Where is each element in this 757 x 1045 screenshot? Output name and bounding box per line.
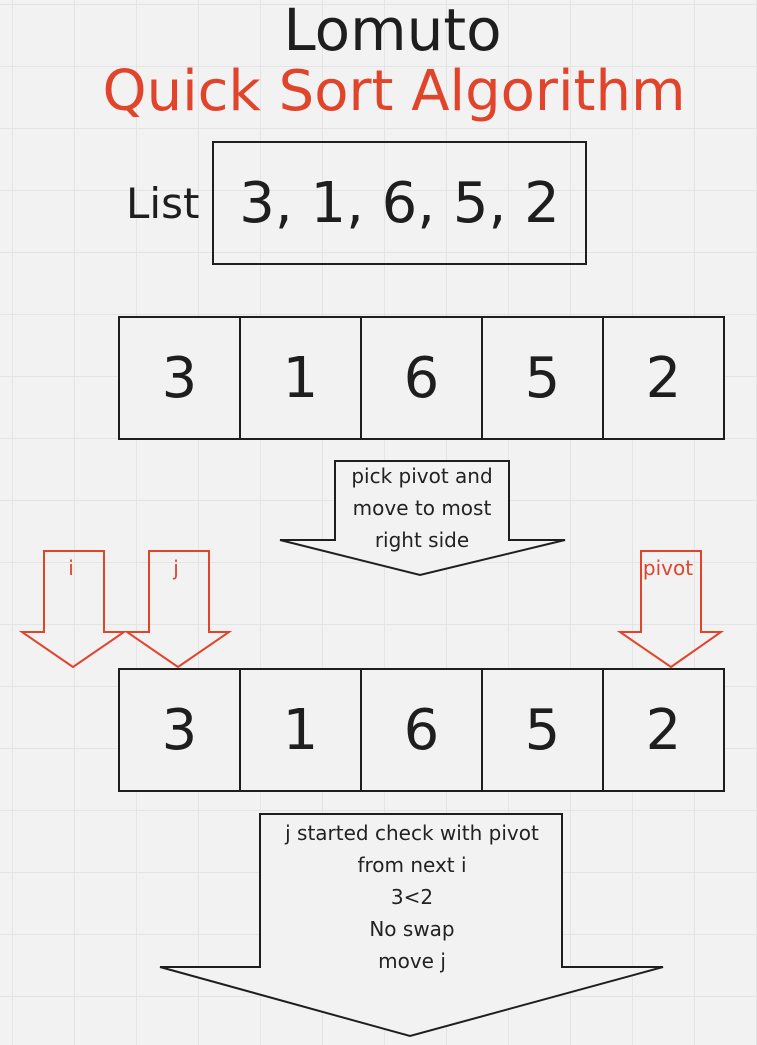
array-cell: 6	[360, 668, 483, 792]
step1-note: pick pivot and move to most right side	[322, 460, 522, 556]
step2-line: j started check with pivot	[285, 821, 539, 845]
step2-note: j started check with pivot from next i 3…	[262, 817, 562, 977]
title-quick-sort: Quick Sort Algorithm	[102, 59, 686, 124]
list-values: 3, 1, 6, 5, 2	[239, 170, 560, 236]
array-cell: 1	[239, 316, 362, 440]
array-pivoted: 3 1 6 5 2	[118, 668, 725, 792]
array-cell: 6	[360, 316, 483, 440]
step2-line: move j	[378, 949, 446, 973]
j-pointer-label: j	[173, 556, 179, 580]
list-label: List	[126, 179, 200, 228]
array-cell: 5	[481, 668, 604, 792]
step2-line: from next i	[357, 853, 467, 877]
step1-line: pick pivot and	[351, 464, 493, 488]
j-pointer-arrow	[123, 550, 233, 669]
pivot-pointer-arrow	[616, 550, 725, 669]
step2-line: No swap	[369, 917, 455, 941]
title-lomuto: Lomuto	[283, 0, 502, 64]
i-pointer-arrow	[18, 550, 128, 669]
array-cell: 2	[602, 316, 725, 440]
step1-line: move to most	[352, 496, 492, 520]
array-cell: 3	[118, 316, 241, 440]
array-initial: 3 1 6 5 2	[118, 316, 725, 440]
step2-line: 3<2	[390, 885, 434, 909]
i-pointer-label: i	[68, 556, 74, 580]
pivot-pointer-label: pivot	[642, 556, 694, 580]
array-cell: 3	[118, 668, 241, 792]
array-cell: 2	[602, 668, 725, 792]
list-box: 3, 1, 6, 5, 2	[212, 141, 587, 265]
step1-line: right side	[374, 528, 470, 552]
